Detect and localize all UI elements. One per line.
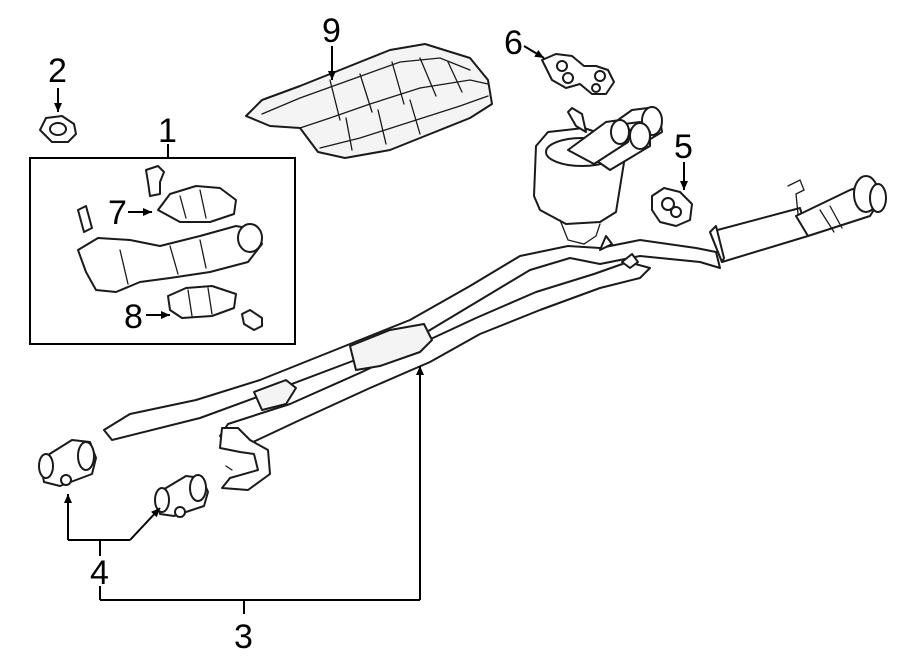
exhaust-hanger (541, 53, 615, 95)
callout-8: 8 (124, 298, 143, 336)
callout-3: 3 (234, 618, 253, 656)
leader-lines (54, 45, 688, 614)
callout-4: 4 (90, 554, 109, 592)
pipe-clamp-a (38, 439, 97, 487)
exhaust-pipe (103, 175, 887, 491)
catalytic-converter-inset-box (29, 157, 296, 345)
gasket (39, 115, 77, 143)
heat-shield (245, 43, 493, 159)
front-muffler-assembly (533, 106, 663, 245)
rubber-insulator (651, 187, 693, 227)
callout-1: 1 (158, 112, 177, 150)
catalytic-converter-assembly (77, 165, 263, 331)
callout-9: 9 (322, 12, 341, 50)
callout-2: 2 (48, 52, 67, 90)
callout-7: 7 (108, 194, 127, 232)
callout-5: 5 (674, 128, 693, 166)
pipe-clamp-b (154, 474, 209, 518)
callout-6: 6 (504, 24, 523, 62)
